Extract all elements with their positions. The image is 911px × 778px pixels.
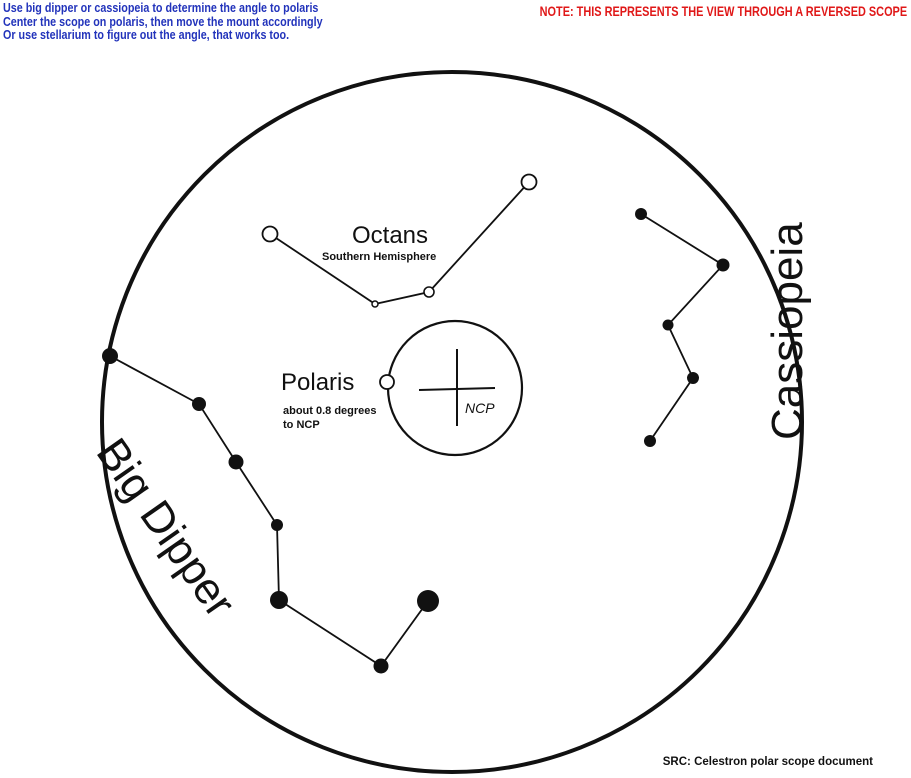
ncp-label: NCP — [465, 400, 495, 416]
reticle-outer-circle — [100, 70, 804, 774]
cassiopeia-star-4 — [687, 372, 699, 384]
octans-label: Octans — [352, 222, 428, 249]
octans-star-4 — [520, 173, 538, 191]
instruction-line-3: Or use stellarium to figure out the angl… — [3, 28, 290, 42]
cassiopeia-star-2 — [716, 258, 730, 272]
big-dipper-star-4 — [271, 519, 283, 531]
octans-star-3 — [423, 286, 435, 298]
polaris-circle — [386, 319, 524, 457]
polaris-star — [379, 374, 395, 390]
cassiopeia-label: Cassiopeia — [763, 222, 812, 440]
big-dipper-star-6 — [373, 658, 389, 674]
big-dipper-star-1 — [102, 348, 118, 364]
instruction-line-1: Use big dipper or cassiopeia to determin… — [3, 1, 319, 15]
big-dipper-star-5 — [270, 591, 288, 609]
cassiopeia-star-3 — [662, 319, 674, 331]
cassiopeia-star-5 — [644, 435, 656, 447]
octans-star-2 — [371, 300, 379, 308]
octans-subtitle: Southern Hemisphere — [322, 251, 436, 263]
cassiopeia-star-1 — [635, 208, 647, 220]
reversed-scope-warning: NOTE: THIS REPRESENTS THE VIEW THROUGH A… — [539, 3, 907, 19]
instruction-line-2: Center the scope on polaris, then move t… — [3, 14, 323, 29]
instruction-notes: Use big dipper or cassiopeia to determin… — [3, 1, 323, 43]
source-credit: SRC: Celestron polar scope document — [662, 756, 873, 768]
octans-lines — [269, 181, 530, 305]
big-dipper-label: Big Dipper — [87, 430, 245, 626]
octans-star-1 — [261, 225, 279, 243]
big-dipper-star-7 — [417, 590, 439, 612]
cassiopeia-lines — [640, 213, 725, 442]
polaris-offset-note-line-2: to NCP — [283, 419, 320, 431]
big-dipper-star-3 — [228, 454, 244, 470]
polaris-offset-note-line-1: about 0.8 degrees — [283, 405, 377, 417]
big-dipper-star-2 — [192, 397, 206, 411]
polaris-label: Polaris — [281, 369, 354, 396]
ncp-crosshair — [418, 349, 496, 426]
